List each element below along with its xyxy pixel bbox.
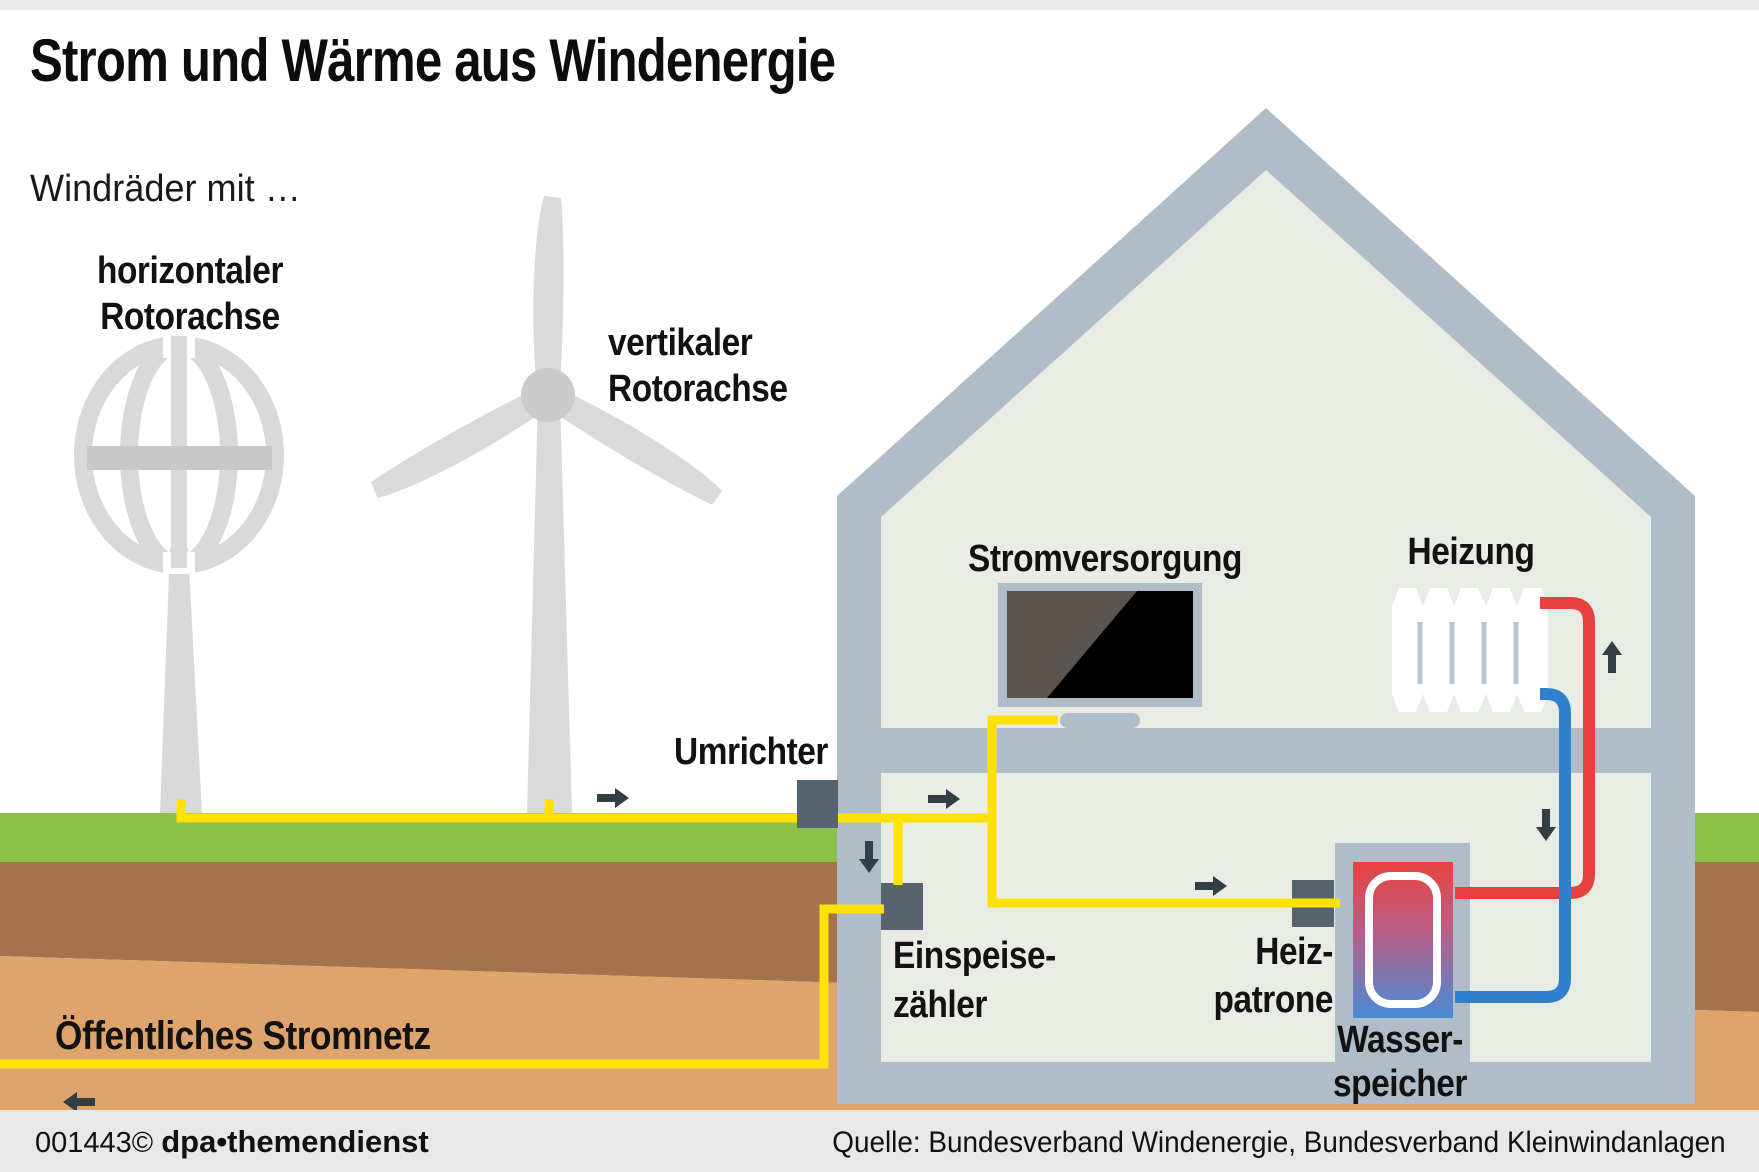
footer-source: Quelle: Bundesverband Windenergie, Bunde… bbox=[832, 1126, 1726, 1159]
house-power-line bbox=[987, 715, 1340, 908]
water-tank-icon bbox=[1335, 843, 1470, 1104]
label-water-tank: Wasser- speicher bbox=[1268, 1018, 1532, 1106]
feed-meter-box bbox=[881, 883, 923, 930]
label-line: horizontaler bbox=[96, 250, 284, 292]
converter-box bbox=[797, 780, 838, 828]
heating-pipes bbox=[1455, 597, 1595, 1003]
flow-arrow-right-icon bbox=[597, 788, 629, 808]
label-heating: Heizung bbox=[1407, 531, 1535, 573]
label-line: Heiz- bbox=[1255, 931, 1333, 973]
label-power-supply: Stromversorgung bbox=[968, 538, 1242, 580]
wind-turbine-horizontal-axis-icon bbox=[74, 336, 284, 813]
wind-turbine-vertical-axis-icon bbox=[370, 196, 723, 813]
house bbox=[837, 108, 1695, 1104]
flow-arrow-down-icon bbox=[1536, 809, 1556, 841]
label-line: speicher bbox=[1332, 1063, 1468, 1105]
label-line: vertikaler bbox=[608, 322, 753, 364]
page-subtitle: Windräder mit … bbox=[30, 168, 301, 210]
label-public-grid: Öffentliches Stromnetz bbox=[55, 1014, 431, 1058]
footer-credit: 001443© dpa•themendienst bbox=[35, 1124, 429, 1160]
label-line: Rotorachse bbox=[100, 296, 280, 338]
flow-arrow-left-icon bbox=[63, 1092, 95, 1112]
footer-id: 001443© bbox=[35, 1127, 154, 1159]
label-converter: Umrichter bbox=[674, 731, 828, 773]
tv-stand bbox=[1060, 713, 1140, 728]
hot-water-pipe bbox=[1455, 597, 1595, 899]
flow-arrow-right-icon bbox=[928, 789, 960, 809]
turbine-power-line bbox=[176, 799, 992, 823]
footer-bar bbox=[0, 1110, 1759, 1172]
flow-arrows bbox=[63, 641, 1622, 1112]
label-heating-cartridge: Heiz- patrone bbox=[1069, 928, 1333, 1024]
flow-arrow-right-icon bbox=[1195, 876, 1227, 896]
tv-icon bbox=[998, 583, 1202, 707]
radiator-icon bbox=[1392, 588, 1548, 712]
label-line: zähler bbox=[893, 984, 988, 1026]
page-title: Strom und Wärme aus Windenergie bbox=[30, 27, 836, 94]
grid-line bbox=[0, 904, 884, 1069]
label-feed-meter: Einspeise- zähler bbox=[893, 932, 1056, 1030]
power-lines bbox=[0, 715, 1340, 1069]
label-line: Einspeise- bbox=[893, 935, 1056, 977]
flow-arrow-down-icon bbox=[859, 841, 879, 873]
floor-divider bbox=[881, 728, 1651, 773]
top-bar bbox=[0, 0, 1759, 10]
label-line: Rotorachse bbox=[608, 368, 788, 410]
label-turbine-vertical: vertikaler Rotorachse bbox=[608, 320, 788, 412]
flow-arrow-up-icon bbox=[1602, 641, 1622, 673]
cold-water-pipe bbox=[1455, 688, 1571, 1003]
footer-brand: dpa•themendienst bbox=[161, 1124, 429, 1159]
house-interior bbox=[881, 170, 1651, 1062]
label-line: Wasser- bbox=[1337, 1019, 1463, 1061]
label-line: patrone bbox=[1213, 979, 1333, 1021]
label-turbine-horizontal: horizontaler Rotorachse bbox=[58, 248, 322, 340]
